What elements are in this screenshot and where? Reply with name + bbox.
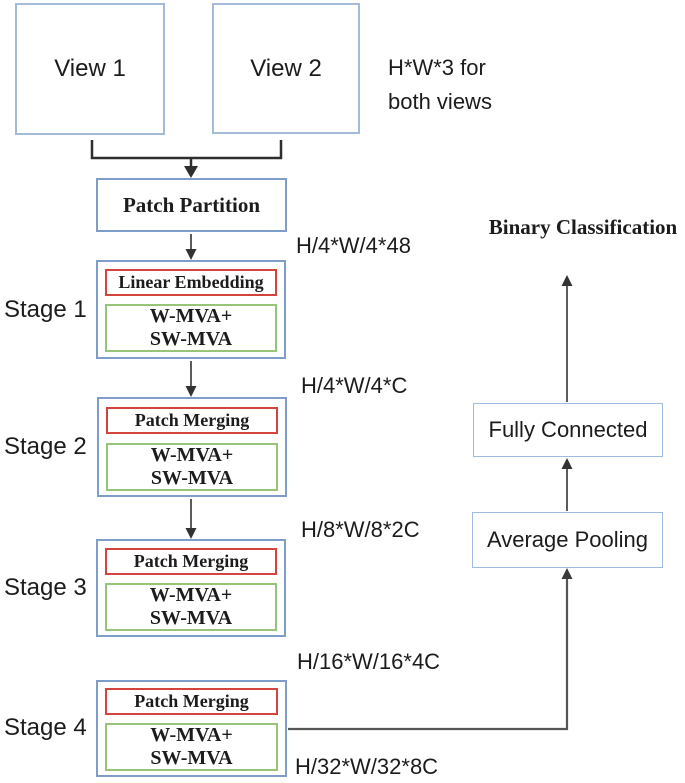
patch-partition-box: Patch Partition — [96, 178, 287, 232]
stage3-patch-merging-box: Patch Merging — [105, 548, 277, 575]
arrowhead-pooling-fc — [561, 458, 573, 469]
view2-box: View 2 — [212, 3, 360, 134]
arrowhead-stage2-stage3 — [185, 528, 197, 539]
stage2-patch-merging-label: Patch Merging — [134, 410, 250, 430]
stage1-mva-box: W-MVA+ SW-MVA — [105, 304, 277, 352]
dim-label-h4w4c: H/4*W/4*C — [301, 373, 408, 398]
stage1-linear-embedding-box: Linear Embedding — [105, 269, 277, 296]
fully-connected-label: Fully Connected — [488, 417, 648, 442]
stage4-patch-merging-box: Patch Merging — [105, 688, 278, 715]
binary-classification-title: Binary Classification — [488, 215, 678, 239]
stage3-label: Stage 3 — [4, 574, 87, 601]
arrowhead-stage1-stage2 — [185, 386, 197, 397]
input-dims-note: H*W*3 for both views — [388, 55, 492, 114]
arrowhead-fc-classification — [561, 275, 573, 286]
stage1-box: Linear Embedding W-MVA+ SW-MVA — [96, 260, 286, 359]
stage4-box: Patch Merging W-MVA+ SW-MVA — [96, 680, 287, 777]
dim-label-h32w328c: H/32*W/32*8C — [295, 754, 439, 779]
view1-label: View 1 — [54, 55, 126, 82]
stage3-mva-box: W-MVA+ SW-MVA — [105, 583, 277, 631]
stage3-mva-label: W-MVA+ SW-MVA — [149, 584, 233, 629]
arrowhead-pp-stage1 — [185, 249, 197, 260]
stage3-box: Patch Merging W-MVA+ SW-MVA — [96, 539, 286, 637]
stage4-mva-box: W-MVA+ SW-MVA — [105, 723, 278, 771]
connector-stage4-to-pooling — [288, 576, 569, 731]
views-merge-bracket — [90, 140, 283, 160]
average-pooling-box: Average Pooling — [472, 512, 663, 568]
stage1-linear-embedding-label: Linear Embedding — [118, 272, 264, 292]
stage1-label: Stage 1 — [4, 296, 87, 323]
stage2-label: Stage 2 — [4, 433, 87, 460]
dim-label-h16w164c: H/16*W/16*4C — [297, 649, 441, 674]
arrowhead-merge — [184, 166, 198, 178]
stage4-patch-merging-label: Patch Merging — [134, 691, 249, 711]
view2-label: View 2 — [250, 54, 322, 82]
stage1-mva-label: W-MVA+ SW-MVA — [149, 305, 233, 350]
stage4-label: Stage 4 — [4, 714, 87, 741]
stage2-mva-box: W-MVA+ SW-MVA — [106, 443, 278, 491]
dim-label-h8w82c: H/8*W/8*2C — [301, 517, 420, 542]
arrowhead-stage4-pooling — [561, 568, 573, 579]
average-pooling-label: Average Pooling — [486, 527, 649, 552]
stage3-patch-merging-label: Patch Merging — [133, 551, 249, 571]
stage2-patch-merging-box: Patch Merging — [106, 407, 278, 434]
fully-connected-box: Fully Connected — [473, 403, 663, 457]
stage2-box: Patch Merging W-MVA+ SW-MVA — [97, 397, 287, 497]
stage4-mva-label: W-MVA+ SW-MVA — [150, 724, 233, 769]
patch-partition-label: Patch Partition — [122, 192, 261, 217]
stage2-mva-label: W-MVA+ SW-MVA — [150, 444, 234, 489]
view1-box: View 1 — [15, 3, 165, 135]
dim-label-h4w448: H/4*W/4*48 — [296, 233, 411, 258]
